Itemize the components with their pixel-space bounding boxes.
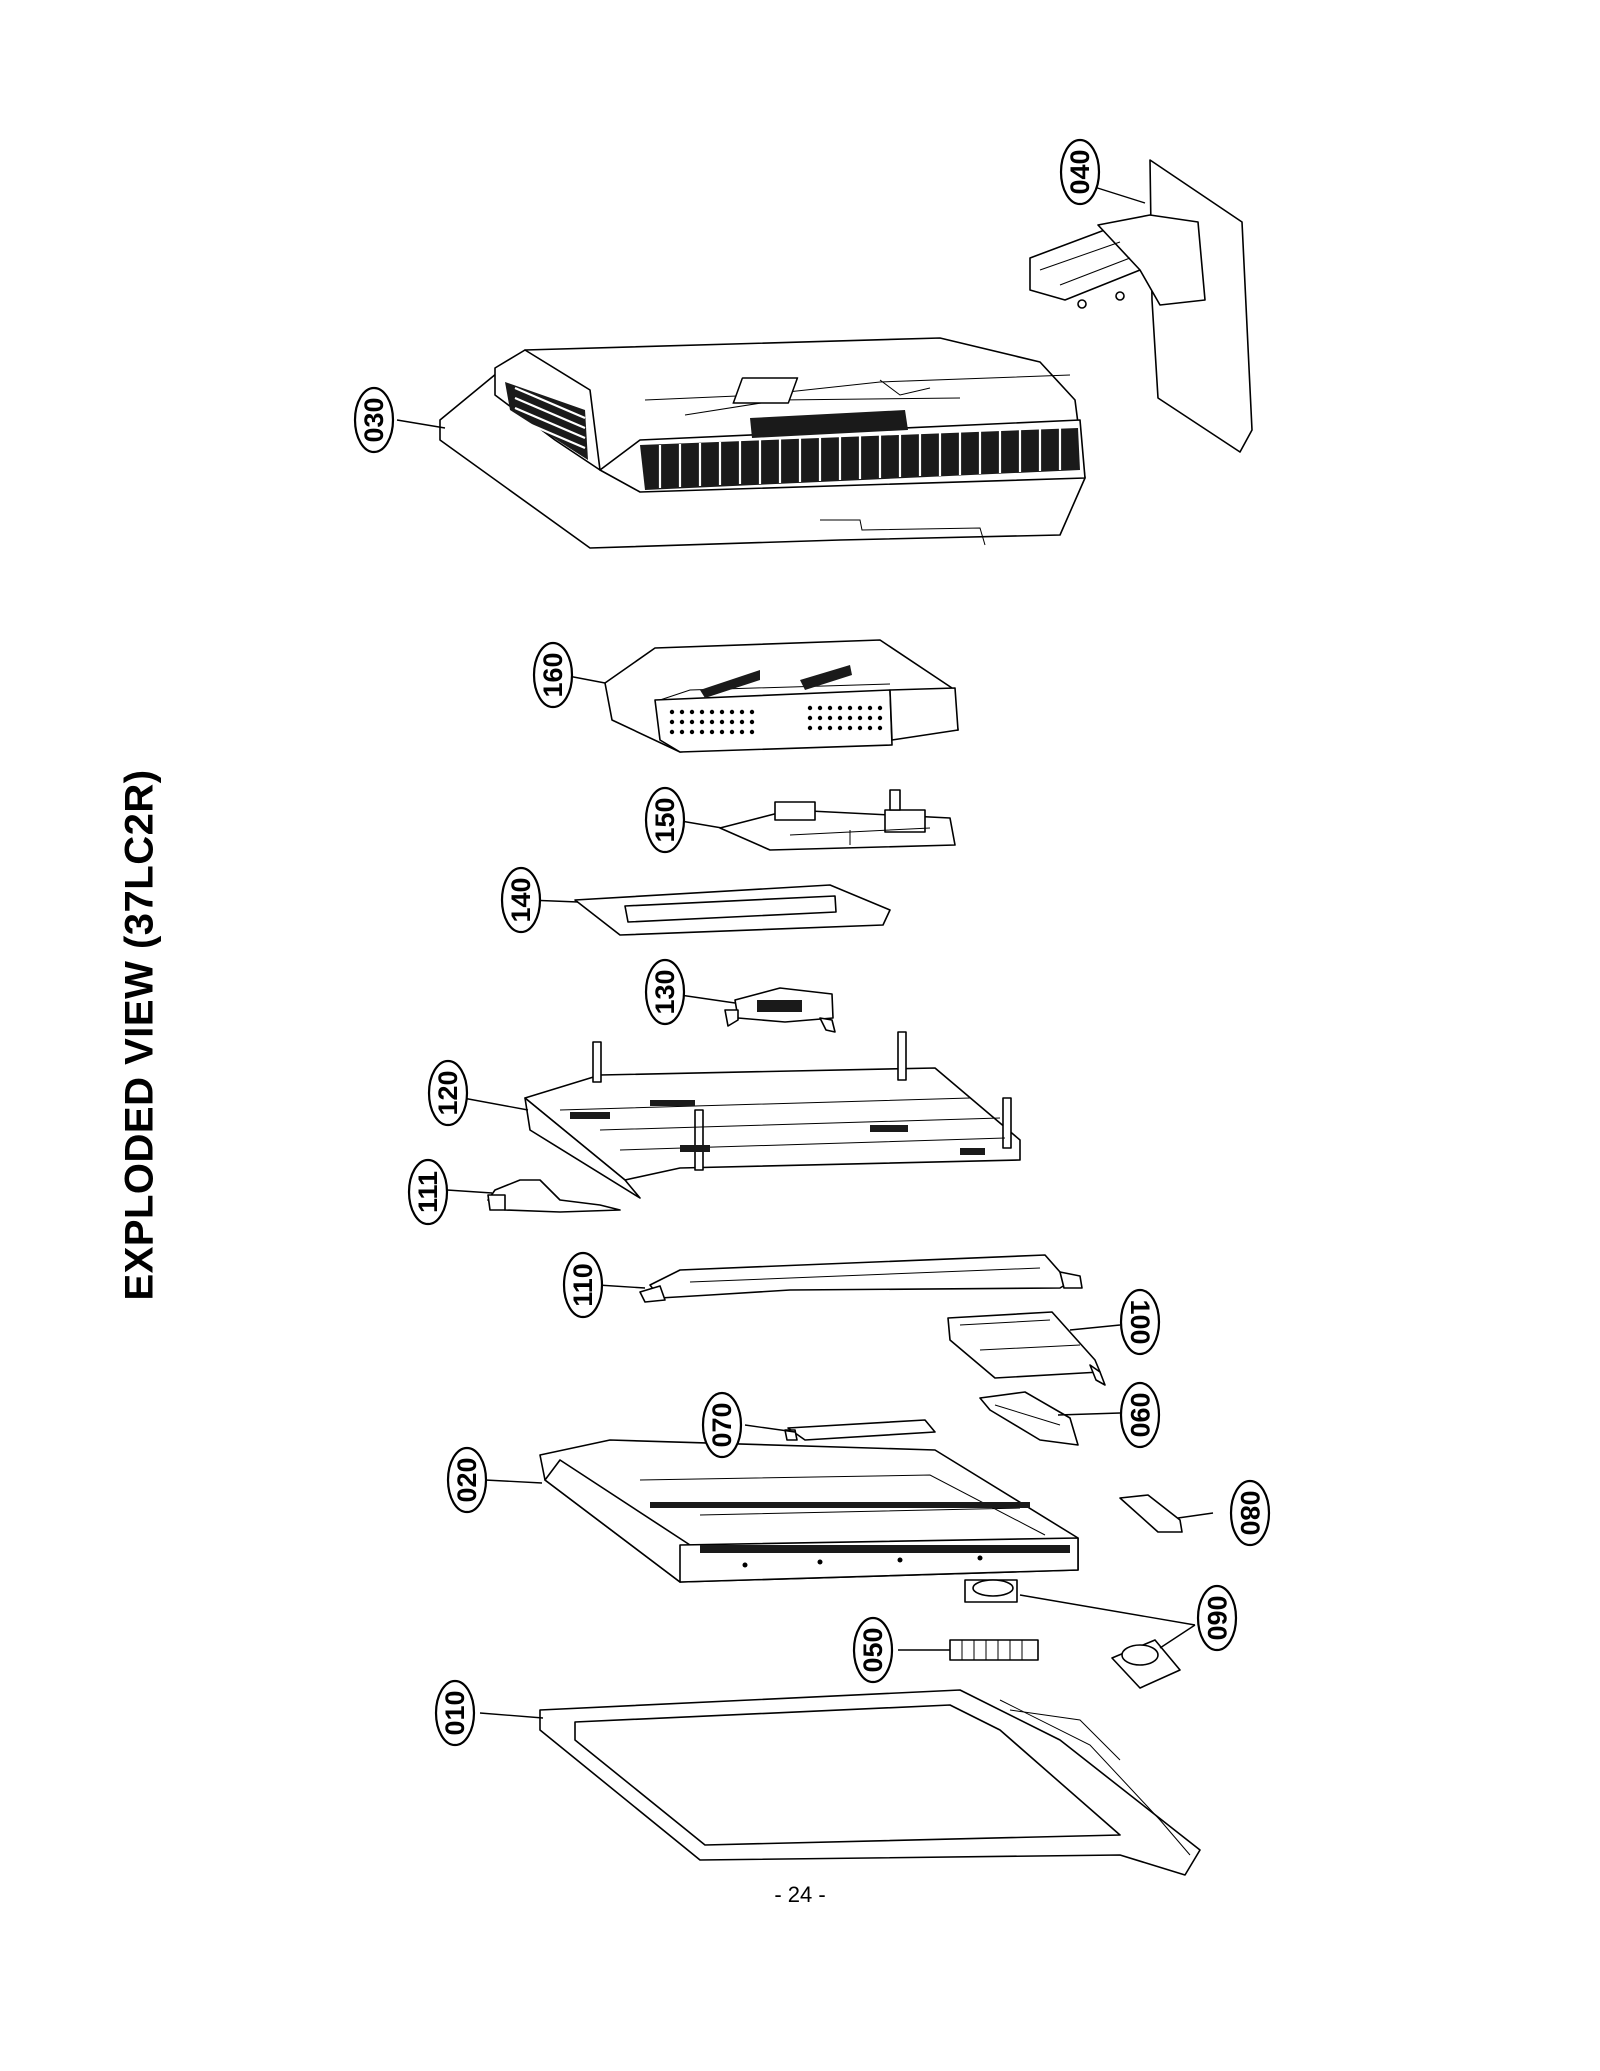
front-bezel-part xyxy=(539,1689,1201,1876)
shield-case-part xyxy=(604,639,959,753)
callout-070: 070 xyxy=(701,1391,743,1459)
callout-050: 050 xyxy=(852,1616,894,1684)
svg-text:140: 140 xyxy=(506,877,536,922)
callout-080: 080 xyxy=(1229,1479,1271,1547)
svg-text:130: 130 xyxy=(650,969,680,1014)
svg-text:160: 160 xyxy=(538,652,568,697)
svg-text:030: 030 xyxy=(359,397,389,442)
callout-060: 060 xyxy=(1196,1584,1238,1652)
callout-130: 130 xyxy=(644,958,686,1026)
speaker-part xyxy=(964,1579,1181,1689)
side-bracket-part xyxy=(487,1179,621,1213)
callout-020: 020 xyxy=(446,1446,488,1514)
svg-text:040: 040 xyxy=(1065,149,1095,194)
callout-100: 100 xyxy=(1119,1288,1161,1356)
callout-150: 150 xyxy=(644,786,686,854)
svg-text:020: 020 xyxy=(452,1457,482,1502)
back-cover-part xyxy=(439,337,1086,549)
svg-text:120: 120 xyxy=(433,1070,463,1115)
svg-text:110: 110 xyxy=(568,1263,598,1307)
page-number: - 24 - xyxy=(774,1882,826,1907)
svg-text:090: 090 xyxy=(1125,1392,1155,1437)
small-bracket-part xyxy=(724,987,836,1033)
svg-text:050: 050 xyxy=(858,1627,888,1672)
callout-010: 010 xyxy=(434,1679,476,1747)
long-bracket-part xyxy=(639,1254,1083,1303)
svg-text:060: 060 xyxy=(1202,1595,1232,1640)
plate-part xyxy=(574,884,891,936)
plate-070-part xyxy=(784,1419,936,1441)
svg-text:070: 070 xyxy=(707,1402,737,1447)
callout-110: 110 xyxy=(562,1251,604,1319)
callout-090: 090 xyxy=(1119,1381,1161,1449)
callout-140: 140 xyxy=(500,866,542,934)
callout-120: 120 xyxy=(427,1059,469,1127)
callout-030: 030 xyxy=(353,386,395,454)
part-050 xyxy=(949,1639,1039,1661)
inner-frame-part xyxy=(539,1439,1079,1583)
svg-text:080: 080 xyxy=(1235,1490,1265,1535)
chassis-frame-part xyxy=(524,1031,1021,1199)
callout-111: 111 xyxy=(407,1158,449,1226)
svg-text:100: 100 xyxy=(1125,1299,1155,1344)
main-board-part xyxy=(719,789,956,851)
board-080-part xyxy=(1119,1494,1183,1533)
callout-160: 160 xyxy=(532,641,574,709)
svg-text:150: 150 xyxy=(650,797,680,842)
callout-040: 040 xyxy=(1059,138,1101,206)
stand-part xyxy=(1029,159,1253,453)
bracket-100-part xyxy=(947,1311,1106,1386)
svg-text:111: 111 xyxy=(413,1171,443,1213)
bracket-090-part xyxy=(979,1391,1079,1446)
svg-text:010: 010 xyxy=(440,1690,470,1735)
